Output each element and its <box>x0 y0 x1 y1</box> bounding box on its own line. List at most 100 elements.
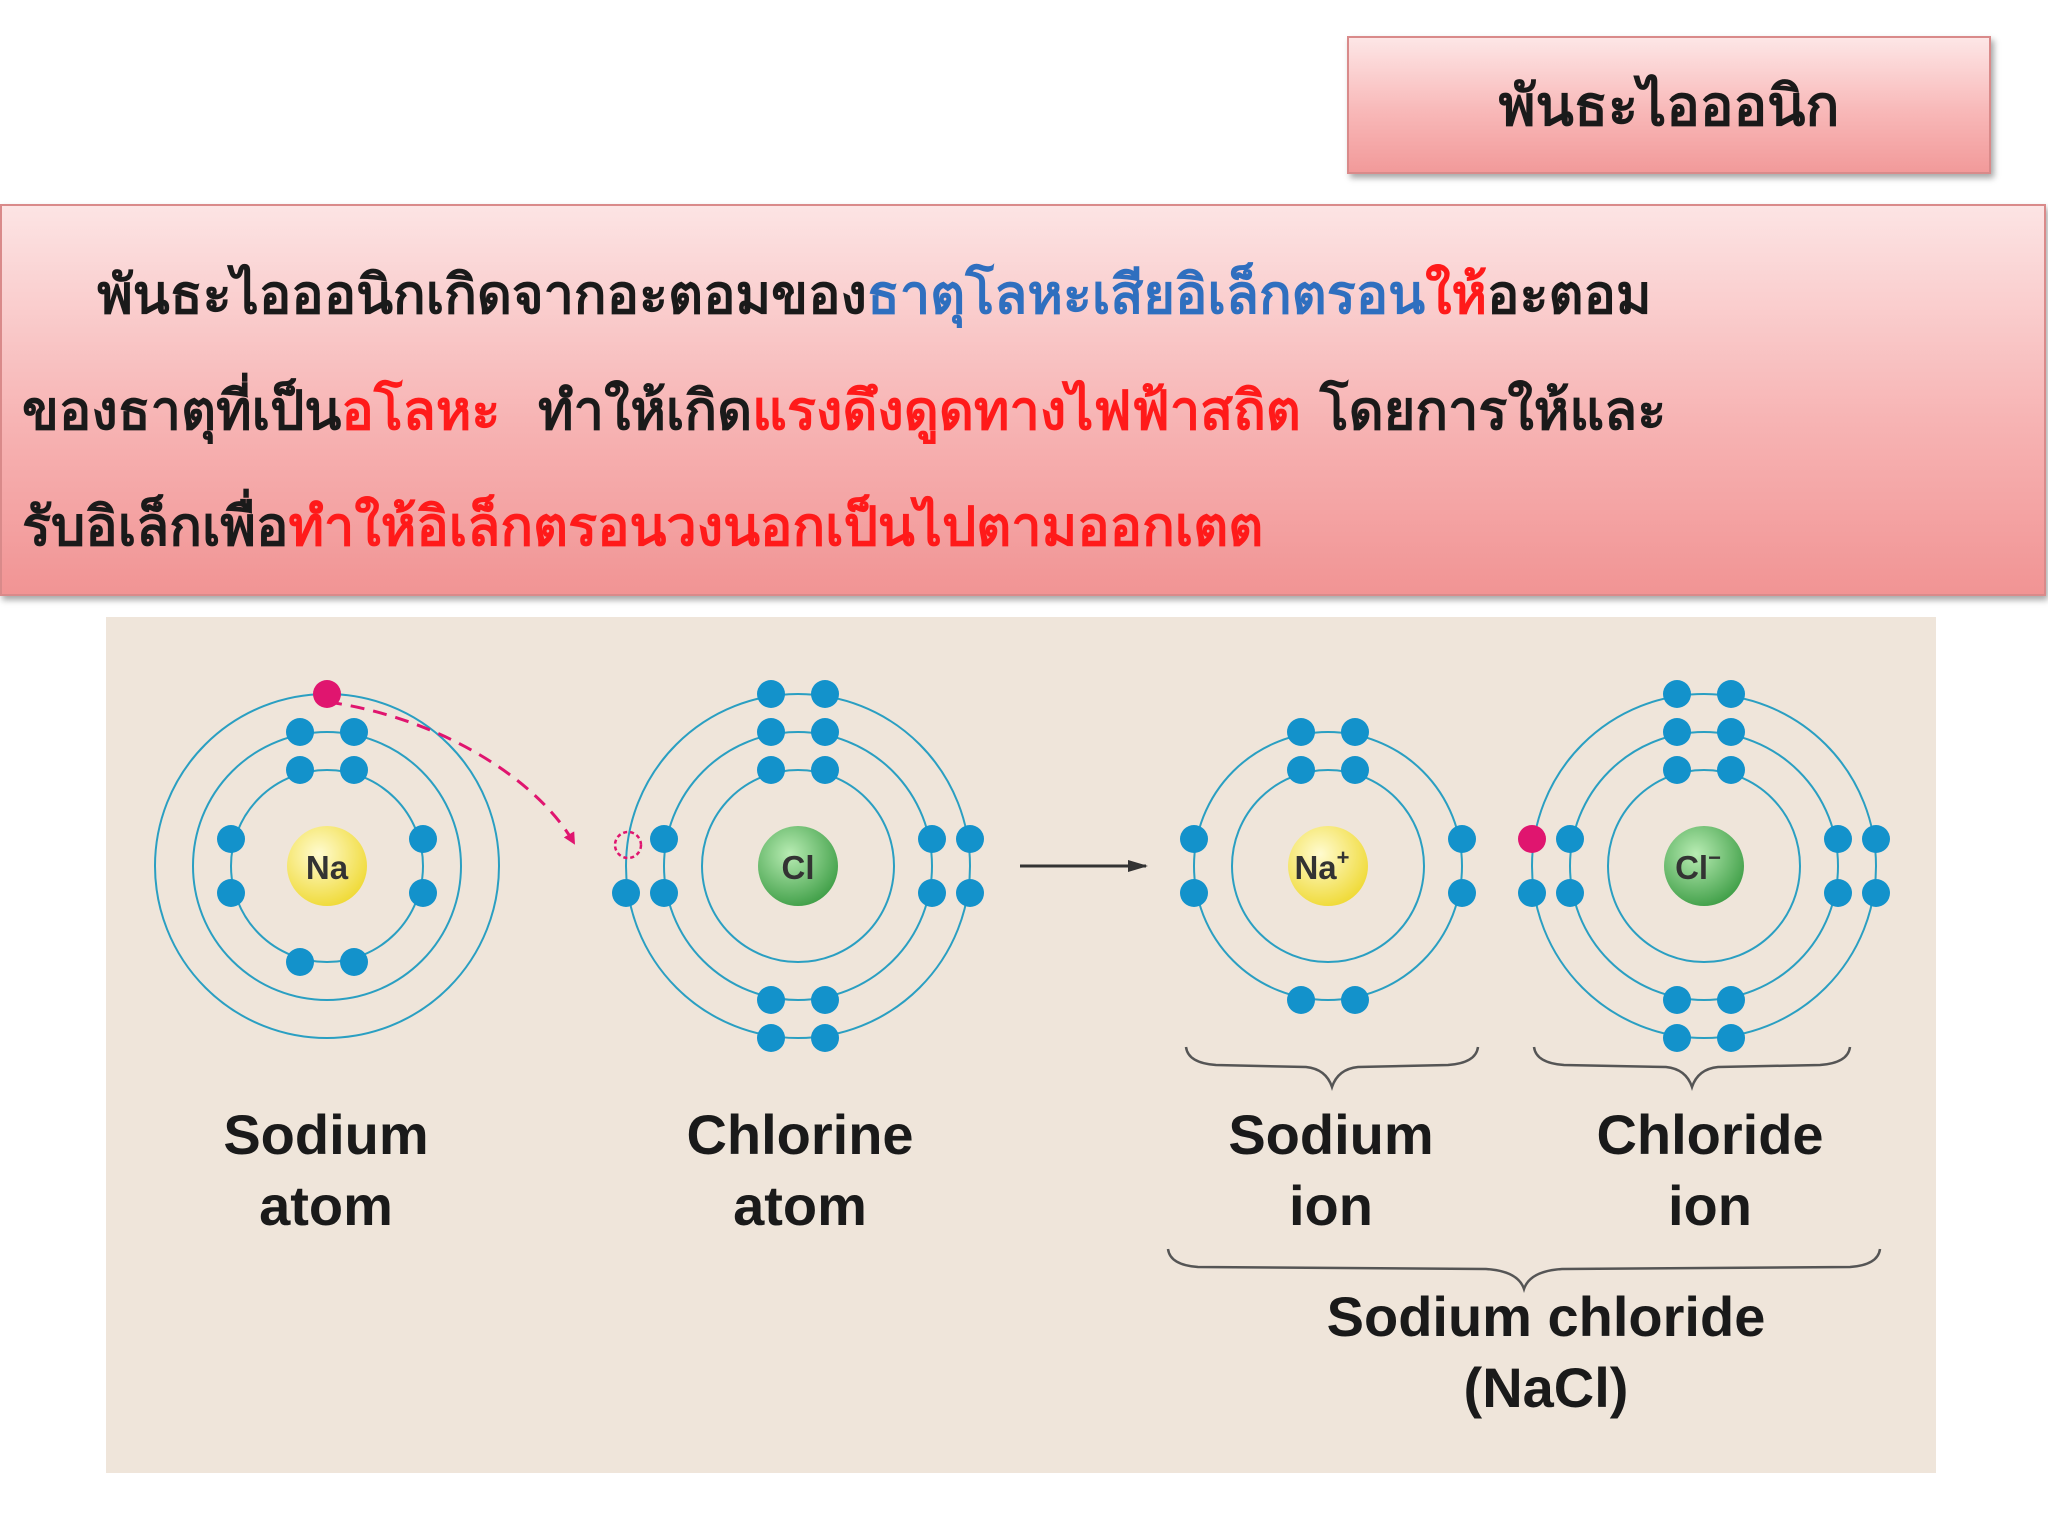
electron <box>1556 879 1584 907</box>
electron-shell <box>663 731 933 1001</box>
electron <box>286 718 314 746</box>
electron <box>1287 718 1315 746</box>
electron <box>811 756 839 784</box>
highlight-octet-rule: ทำให้อิเล็กตรอนวงนอกเป็นไปตามออกเตต <box>288 494 1264 558</box>
sodium-ion-element: Na <box>1294 849 1337 886</box>
atoms-svg: Na Cl Na+ Cl− Sodium atom Chlorine atom … <box>154 680 1890 1419</box>
electron <box>1341 986 1369 1014</box>
ionic-bond-diagram: Na Cl Na+ Cl− Sodium atom Chlorine atom … <box>106 617 1936 1473</box>
electron <box>1717 680 1745 708</box>
label-chlorine-atom-1: Chlorine <box>686 1103 913 1166</box>
electron <box>1556 825 1584 853</box>
text-segment: ทำให้เกิด <box>500 378 753 442</box>
electron <box>1341 756 1369 784</box>
label-chlorine-atom-2: atom <box>733 1174 867 1237</box>
electron <box>1717 718 1745 746</box>
chlorine-nucleus <box>758 826 838 906</box>
electron <box>956 825 984 853</box>
electron <box>340 948 368 976</box>
definition-line-1: พันธะไอออนิกเกิดจากอะตอมของธาตุโลหะเสียอ… <box>22 236 2034 352</box>
electrons <box>217 680 1890 1052</box>
electron <box>757 718 785 746</box>
text-segment: อะตอม <box>1487 262 1652 326</box>
electron-shell <box>1193 731 1463 1001</box>
text-segment: โดยการให้และ <box>1300 378 1667 442</box>
electron-shell <box>701 769 895 963</box>
electron <box>409 825 437 853</box>
highlight-give: ให้ <box>1425 262 1488 326</box>
chloride-ion-nucleus <box>1664 826 1744 906</box>
electron <box>1824 825 1852 853</box>
electron <box>1448 879 1476 907</box>
label-nacl: (NaCl) <box>1464 1356 1629 1419</box>
electron <box>286 948 314 976</box>
electron <box>340 756 368 784</box>
electron <box>1287 986 1315 1014</box>
electron <box>956 879 984 907</box>
chloride-ion-symbol: Cl− <box>1675 845 1721 886</box>
definition-line-2: ของธาตุที่เป็นอโลหะ ทำให้เกิดแรงดึงดูดทา… <box>22 352 2034 468</box>
highlight-electrostatic-attraction: แรงดึงดูดทางไฟฟ้าสถิต <box>752 378 1301 442</box>
electron <box>1180 879 1208 907</box>
electron <box>811 1024 839 1052</box>
label-sodium-chloride: Sodium chloride <box>1327 1285 1766 1348</box>
electron-shells <box>154 693 1877 1039</box>
sodium-nucleus <box>287 826 367 906</box>
electron <box>1717 1024 1745 1052</box>
electron-shell <box>230 769 424 963</box>
slide-title: พันธะไอออนิก <box>1347 36 1991 174</box>
indent <box>22 262 97 326</box>
electron-transfer-arrow <box>327 700 576 845</box>
electron <box>918 879 946 907</box>
chloride-ion-element: Cl <box>1675 849 1708 886</box>
electron <box>1663 986 1691 1014</box>
label-sodium-atom-1: Sodium <box>223 1103 428 1166</box>
definition-line-3: รับอิเล็กเพื่อทำให้อิเล็กตรอนวงนอกเป็นไป… <box>22 468 2034 584</box>
sodium-ion-brace <box>1184 1046 1480 1091</box>
label-sodium-atom-2: atom <box>259 1174 393 1237</box>
text-segment: ของธาตุที่เป็น <box>22 378 342 442</box>
electron <box>1287 756 1315 784</box>
text-segment: พันธะไอออนิกเกิดจากอะตอมของ <box>97 262 867 326</box>
electron <box>757 986 785 1014</box>
electron <box>217 879 245 907</box>
electron <box>313 680 341 708</box>
electron <box>1663 680 1691 708</box>
chloride-ion-charge: − <box>1708 845 1721 870</box>
electron <box>286 756 314 784</box>
electron <box>1862 879 1890 907</box>
sodium-ion-nucleus <box>1288 826 1368 906</box>
electron <box>811 718 839 746</box>
electron <box>650 825 678 853</box>
electron <box>1663 1024 1691 1052</box>
text-segment: รับอิเล็กเพื่อ <box>22 494 289 558</box>
definition-box: พันธะไอออนิกเกิดจากอะตอมของธาตุโลหะเสียอ… <box>0 204 2046 596</box>
electron <box>650 879 678 907</box>
label-chloride-ion-2: ion <box>1668 1174 1752 1237</box>
electron <box>918 825 946 853</box>
electron <box>409 879 437 907</box>
chlorine-symbol: Cl <box>782 849 815 886</box>
electron-vacancy <box>613 830 643 860</box>
highlight-metal-loses-electrons: ธาตุโลหะเสียอิเล็กตรอน <box>866 262 1426 326</box>
label-sodium-ion-2: ion <box>1289 1174 1373 1237</box>
electron <box>1663 718 1691 746</box>
electron-shell <box>625 693 971 1039</box>
electron <box>612 879 640 907</box>
electron <box>340 718 368 746</box>
electron <box>757 680 785 708</box>
electron <box>1180 825 1208 853</box>
electron <box>1518 825 1546 853</box>
electron <box>1448 825 1476 853</box>
electron-shell <box>1231 769 1425 963</box>
highlight-nonmetal: อโลหะ <box>341 378 501 442</box>
electron <box>1663 756 1691 784</box>
electron <box>811 680 839 708</box>
electron <box>1862 825 1890 853</box>
sodium-chloride-brace <box>1166 1248 1882 1293</box>
electron <box>1717 986 1745 1014</box>
sodium-ion-charge: + <box>1337 845 1350 870</box>
electron-shell <box>1607 769 1801 963</box>
electron-shell <box>192 731 462 1001</box>
electron <box>1717 756 1745 784</box>
